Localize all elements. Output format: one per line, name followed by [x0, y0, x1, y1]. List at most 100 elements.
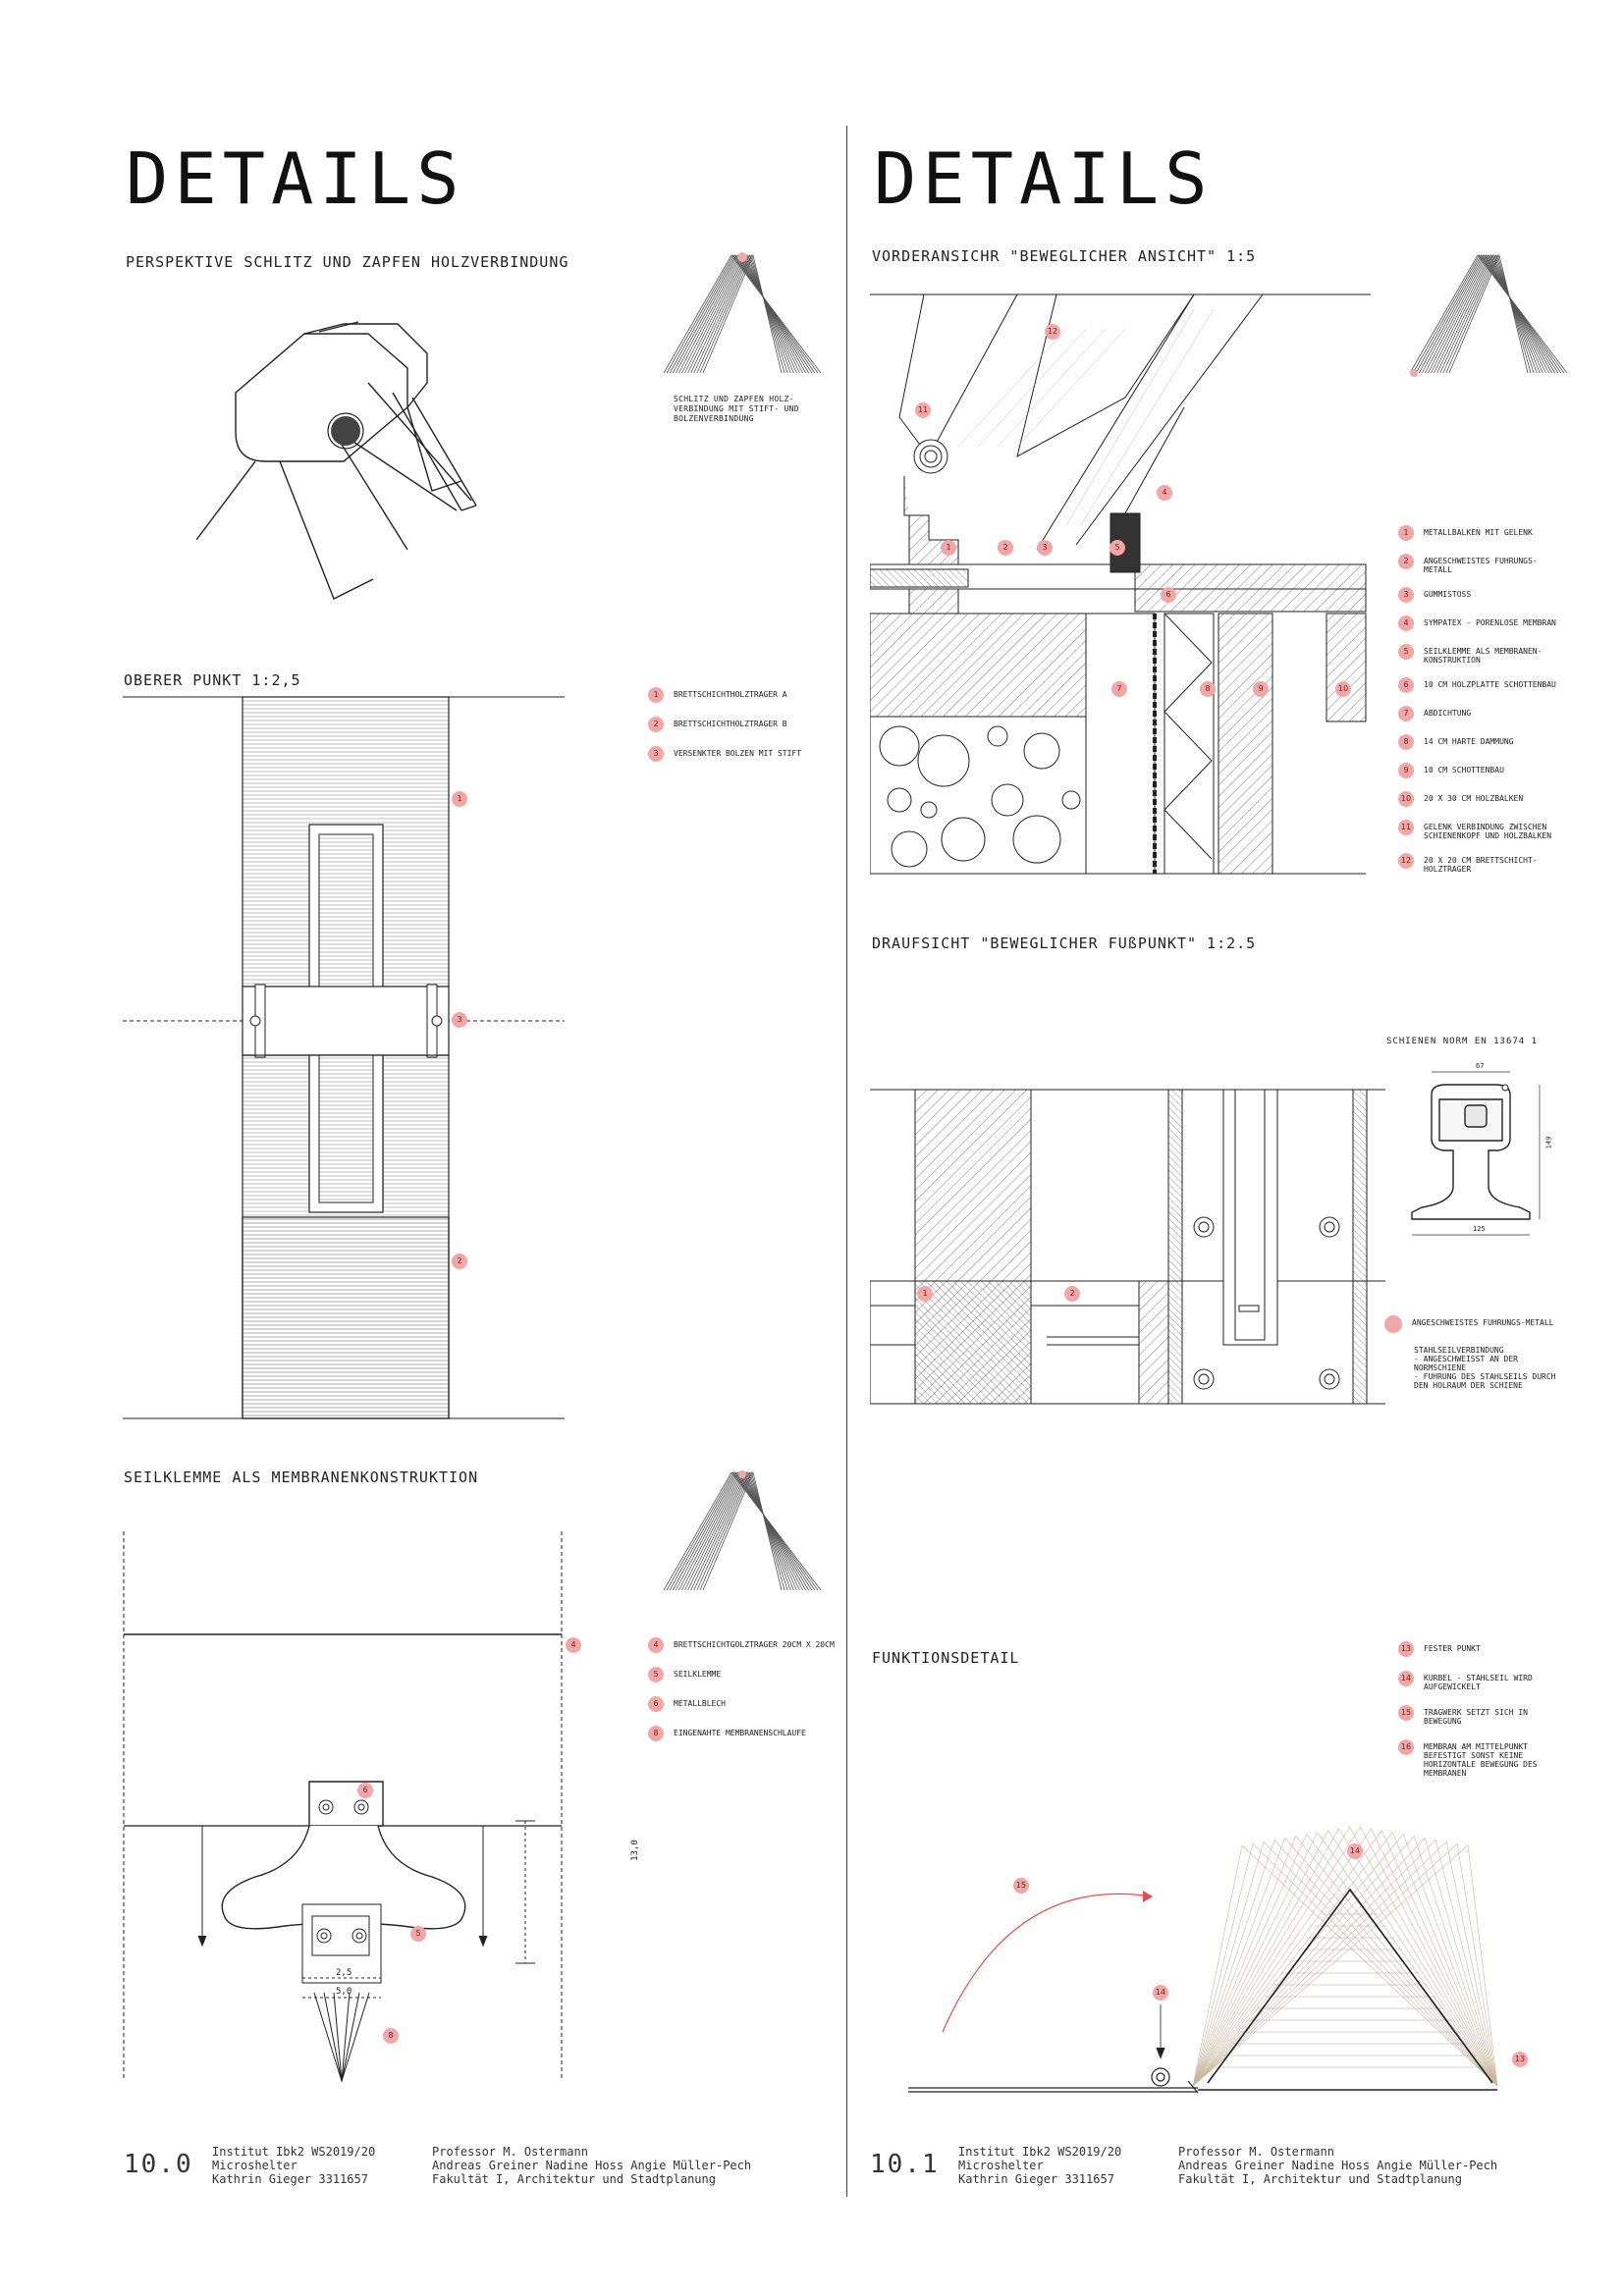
rail-dim-width-top: 67	[1476, 1062, 1485, 1070]
marker-4-right: 4	[1157, 485, 1172, 501]
membrane-rib	[1192, 1833, 1498, 2087]
fan-rib	[672, 254, 813, 374]
caption-joint: SCHLITZ UND ZAPFEN HOLZ-VERBINDUNG MIT S…	[674, 395, 799, 423]
page-number-right: 10.1	[870, 2150, 940, 2179]
marker-6: 6	[357, 1783, 373, 1798]
fan-rib	[690, 1470, 794, 1591]
marker-5-right: 5	[1110, 540, 1125, 556]
fan-rib	[702, 1470, 783, 1591]
section-title-draufsicht: DRAUFSICHT "BEWEGLICHER FUßPUNKT" 1:2.5	[872, 934, 1257, 952]
membrane-rib	[1192, 1842, 1498, 2087]
oberer-punkt-drawing	[123, 696, 565, 1419]
membrane-rib	[1192, 1828, 1498, 2087]
marker-2-right: 2	[998, 540, 1013, 556]
footer-institute-right: Institut Ibk2 WS2019/20 Microshelter Kat…	[958, 2145, 1122, 2186]
fan-rib	[1418, 254, 1559, 374]
rail-dim-width-base: 125	[1473, 1225, 1486, 1233]
fan-rib	[1409, 254, 1568, 374]
membrane-rib	[1192, 1830, 1498, 2087]
dim-label-13: 13,0	[629, 1840, 640, 1861]
marker-1-plan: 1	[917, 1286, 933, 1302]
fan-rib	[1421, 254, 1556, 374]
legend-plan: ANGESCHWEISTES FUHRUNGS-METALL STAHLSEIL…	[1384, 1315, 1571, 1390]
marker-1: 1	[452, 791, 467, 807]
fan-rib	[690, 253, 794, 374]
footer-professor-right: Professor M. Ostermann Andreas Greiner N…	[1178, 2145, 1498, 2186]
highlight-marker	[737, 252, 747, 262]
marker-1-right: 1	[941, 540, 956, 556]
marker-4: 4	[566, 1637, 581, 1653]
membrane-rib	[1192, 1826, 1498, 2087]
section-title-funktionsdetail: FUNKTIONSDETAIL	[872, 1649, 1020, 1667]
membrane-rib	[1192, 1839, 1498, 2087]
marker-11: 11	[915, 402, 931, 418]
membrane-rib	[1192, 1839, 1498, 2087]
marker-12: 12	[1045, 324, 1060, 340]
marker-2: 2	[452, 1254, 467, 1269]
fan-rib	[1442, 253, 1535, 374]
marker-10-right: 10	[1335, 681, 1351, 697]
fan-rib	[1425, 254, 1552, 374]
marker-9-right: 9	[1253, 681, 1269, 697]
dim-label-5: 5,0	[336, 1987, 352, 1997]
membrane-rib	[1192, 1841, 1498, 2087]
function-detail-drawing	[908, 1826, 1498, 2094]
fan-rib	[666, 254, 819, 374]
perspective-joint-drawing	[196, 321, 477, 600]
membrane-rib	[1192, 1837, 1498, 2087]
fan-rib	[675, 1471, 810, 1591]
fan-rib	[1415, 254, 1562, 374]
section-title-oberer-punkt: OBERER PUNKT 1:2,5	[124, 671, 301, 689]
shelter-thumbnail-3	[1409, 253, 1568, 377]
marker-8-right: 8	[1200, 681, 1216, 697]
rail-profile-drawing	[1411, 1071, 1541, 1236]
legend-item: ANGESCHWEISTES FUHRUNGS-METALL	[1384, 1315, 1571, 1333]
fan-rib	[1436, 253, 1541, 374]
marker-15: 15	[1013, 1878, 1029, 1894]
page-divider	[846, 126, 847, 2197]
fan-rib	[1431, 254, 1546, 374]
membrane-rib	[1192, 1830, 1498, 2087]
membrane-rib	[1192, 1837, 1498, 2087]
fan-rib	[1434, 254, 1543, 374]
footer-professor-left: Professor M. Ostermann Andreas Greiner N…	[432, 2145, 752, 2186]
rail-title: SCHIENEN NORM EN 13674 1	[1386, 1037, 1539, 1046]
membrane-rib	[1192, 1842, 1498, 2087]
fan-rib	[663, 1471, 822, 1591]
membrane-rib	[1192, 1841, 1498, 2087]
fan-rib	[696, 253, 788, 374]
page-title-right: DETAILS	[874, 137, 1214, 220]
plan-view-drawing	[870, 1089, 1385, 1405]
front-view-section-drawing	[870, 294, 1371, 875]
dim-label-2-5: 2,5	[336, 1968, 352, 1978]
fan-rib	[1448, 253, 1529, 374]
marker-16: 14	[1347, 1843, 1363, 1859]
legend-item: 3GUMMISTOß	[1398, 587, 1565, 603]
membrane-rib	[1192, 1832, 1498, 2087]
marker-2-plan: 2	[1064, 1286, 1080, 1302]
page-title-left: DETAILS	[126, 137, 465, 220]
shelter-thumbnail-1	[663, 252, 822, 374]
marker-13: 13	[1512, 2052, 1528, 2067]
marker-3: 3	[452, 1012, 467, 1028]
page-number-left: 10.0	[124, 2150, 193, 2179]
membrane-rib	[1192, 1835, 1498, 2087]
marker-8: 8	[383, 2028, 399, 2044]
membrane-frame	[1207, 1888, 1493, 2084]
